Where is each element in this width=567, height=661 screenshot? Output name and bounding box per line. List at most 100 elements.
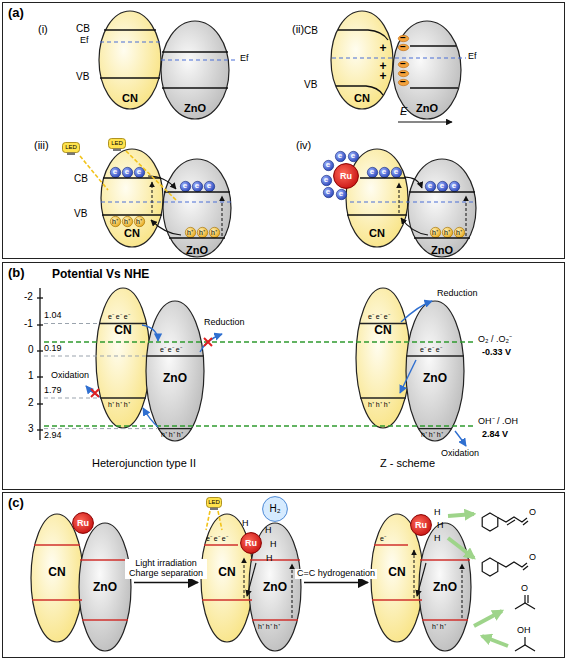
node-text: H₂: [269, 504, 280, 514]
process-label: Oxidation: [440, 449, 480, 458]
node-text: e: [428, 182, 432, 190]
node-text: Ru: [415, 521, 427, 530]
node-text: (a): [8, 6, 24, 19]
electron: e: [321, 175, 332, 186]
electron: e: [425, 181, 436, 192]
hydrogen-bubble: H₂: [262, 496, 288, 522]
node-text: e: [382, 168, 386, 176]
electron: e: [323, 187, 334, 198]
node-text: e: [326, 188, 330, 196]
node-text: e: [370, 168, 374, 176]
panel-number: (iii): [34, 140, 49, 151]
zno-ellipse: ZnO: [405, 300, 465, 442]
redox-potential: -0.33 V: [482, 348, 511, 357]
carrier-group: h⁺ h⁺ h⁺: [368, 401, 390, 408]
tick-label: -1: [24, 319, 33, 329]
potential-value: 0.19: [44, 344, 62, 353]
ru-particle: Ru: [72, 512, 94, 534]
zno-ellipse: ZnO: [78, 522, 132, 652]
process-label: Reduction: [203, 318, 246, 327]
carrier-group: h⁺ h⁺ h⁺: [161, 431, 183, 438]
electron: e: [348, 151, 359, 162]
zno-ellipse: ZnO: [145, 300, 205, 442]
hole: h⁺: [430, 227, 441, 238]
hydrogen-atom: H: [434, 534, 441, 543]
negative-charge: −: [398, 35, 409, 42]
zno-ellipse: ZnO: [418, 522, 472, 652]
ru-particle: Ru: [333, 163, 359, 189]
node-text: CN: [122, 93, 138, 104]
node-text: ZnO: [416, 103, 438, 114]
hydrogen-atom: H: [434, 508, 441, 517]
led-lamp: LED: [62, 142, 80, 155]
zno-ellipse-shape: [405, 300, 465, 442]
panel-number: (ii): [292, 24, 304, 35]
hole: h⁺: [442, 227, 453, 238]
band-label: VB: [74, 209, 87, 219]
led-lamp: LED: [108, 138, 126, 151]
node-text: ZnO: [186, 245, 208, 256]
node-text: CN: [218, 566, 235, 578]
ru-particle: Ru: [240, 532, 262, 554]
node-text: e: [113, 168, 117, 176]
node-text: LED: [65, 144, 77, 150]
node-text: ZnO: [433, 581, 457, 593]
node-text: e: [207, 182, 211, 190]
node-text: h⁺: [112, 218, 118, 225]
band-label: CB: [76, 24, 90, 34]
zno-ellipse: ZnO−−−−−: [392, 20, 462, 120]
electron: e: [122, 167, 133, 178]
carrier-group: h⁺ h⁺ h⁺: [258, 623, 280, 630]
band-label: VB: [76, 72, 89, 82]
negative-charge: −: [398, 79, 409, 86]
carrier-group: h⁺ h⁺ h⁺: [421, 431, 443, 438]
cn-ellipse-shape: [30, 513, 84, 643]
node-text: CN: [369, 228, 385, 239]
node-text: h⁺: [432, 229, 438, 236]
node-text: Ru: [245, 539, 257, 548]
cn-ellipse: CN: [98, 10, 162, 110]
zno-ellipse-shape: [407, 158, 477, 258]
node-text: e: [440, 182, 444, 190]
node-text: h⁺: [136, 218, 142, 225]
atom-label: O: [529, 508, 536, 517]
hydrogen-atom: H: [265, 526, 272, 535]
negative-charge: −: [398, 44, 409, 51]
band-label: VB: [304, 80, 317, 90]
carrier-group: e⁻ e⁻ e⁻: [368, 313, 390, 320]
positive-charge: +: [379, 42, 386, 54]
electron: e: [110, 167, 121, 178]
carrier-group: e⁻ e⁻ e⁻: [160, 346, 182, 353]
zno-ellipse: ZnOeeeh⁺h⁺h⁺: [407, 158, 477, 258]
band-label: CB: [304, 26, 318, 36]
electron: e: [336, 189, 347, 200]
node-text: −: [400, 42, 406, 52]
hydrogen-atom: H: [437, 521, 444, 530]
carrier-group: e⁻: [380, 535, 386, 542]
positive-charge: +: [379, 70, 386, 82]
node-text: e: [351, 152, 355, 160]
atom-label: O: [521, 584, 528, 593]
electron: e: [379, 167, 390, 178]
node-text: CN: [388, 566, 405, 578]
figure-panel: (c)CNZnORuLEDH₂CNZnORuCNZnORu: [2, 492, 565, 658]
node-text: e: [195, 182, 199, 190]
electron: e: [437, 181, 448, 192]
node-text: (b): [8, 266, 25, 279]
electron: e: [192, 181, 203, 192]
process-label: Reduction: [436, 289, 479, 298]
led-lamp: LED: [206, 497, 222, 510]
node-text: ZnO: [431, 245, 453, 256]
hole: h⁺: [134, 216, 145, 227]
tick-label: -2: [24, 292, 33, 302]
node-text: e: [125, 168, 129, 176]
carrier-group: e⁻ e⁻ e⁻: [206, 535, 228, 542]
node-text: h⁺: [456, 229, 462, 236]
hydrogen-atom: H: [270, 540, 277, 549]
hole: h⁺: [110, 216, 121, 227]
hole: h⁺: [209, 227, 220, 238]
node-text: e: [452, 182, 456, 190]
node-text: h⁺: [444, 229, 450, 236]
